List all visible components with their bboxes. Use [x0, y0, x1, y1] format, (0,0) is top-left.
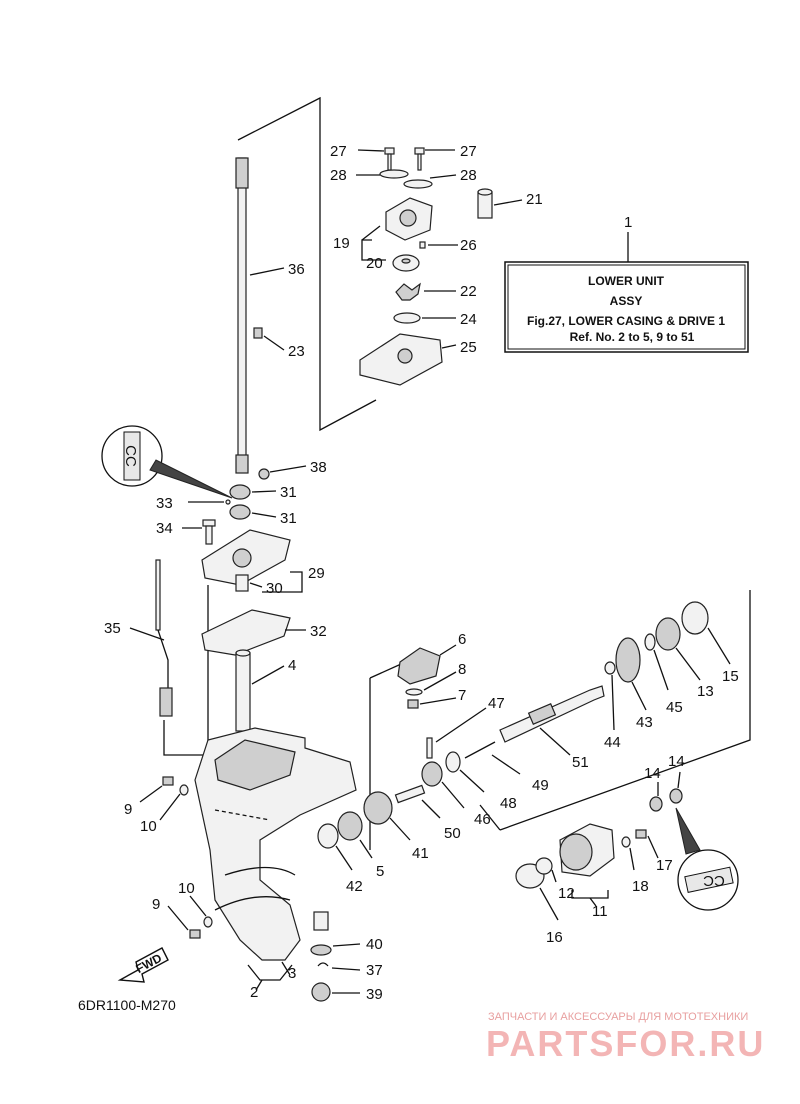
- part-label-27-b: 27: [460, 143, 477, 160]
- info-line-figure: Fig.27, LOWER CASING & DRIVE 1: [527, 314, 725, 328]
- part-label-49: 49: [532, 777, 549, 794]
- part-label-17: 17: [656, 857, 673, 874]
- watermark-brand: PARTSFOR.RU: [486, 1023, 765, 1064]
- part-label-15: 15: [722, 668, 739, 685]
- info-line-assy: ASSY: [610, 294, 643, 308]
- part-label-10-b: 10: [178, 880, 195, 897]
- part-label-24: 24: [460, 311, 477, 328]
- part-label-3: 3: [288, 965, 296, 982]
- lower-casing: [194, 727, 357, 991]
- ref-number-1: 1: [624, 214, 632, 231]
- group-boundary-lines: [163, 96, 751, 850]
- part-label-12: 12: [558, 885, 575, 902]
- assembly-info-box: 1 LOWER UNIT ASSY Fig.27, LOWER CASING &…: [504, 214, 749, 353]
- part-label-26: 26: [460, 237, 477, 254]
- part-label-16: 16: [546, 929, 563, 946]
- part-label-45: 45: [666, 699, 683, 716]
- part-label-39: 39: [366, 986, 383, 1003]
- part-label-50: 50: [444, 825, 461, 842]
- part-label-25: 25: [460, 339, 477, 356]
- part-label-35: 35: [104, 620, 121, 637]
- part-label-46: 46: [474, 811, 491, 828]
- casing-bolts: [139, 776, 213, 939]
- part-label-9-a: 9: [124, 801, 132, 818]
- water-pump-parts: [253, 147, 523, 386]
- part-label-19: 19: [333, 235, 350, 252]
- drive-shaft: [235, 157, 285, 474]
- part-label-51: 51: [572, 754, 589, 771]
- part-label-18: 18: [632, 878, 649, 895]
- watermark: ЗАПЧАСТИ И АКСЕССУАРЫ ДЛЯ МОТОТЕХНИКИ PA…: [486, 1011, 765, 1064]
- part-label-10-a: 10: [140, 818, 157, 835]
- part-label-40: 40: [366, 936, 383, 953]
- part-label-14-b: 14: [668, 753, 685, 770]
- part-label-31-b: 31: [280, 510, 297, 527]
- part-label-6: 6: [458, 631, 466, 648]
- part-label-37: 37: [366, 962, 383, 979]
- shift-rod: [129, 559, 173, 717]
- part-label-34: 34: [156, 520, 173, 537]
- part-label-32: 32: [310, 623, 327, 640]
- part-label-20: 20: [366, 255, 383, 272]
- part-label-31-a: 31: [280, 484, 297, 501]
- propeller-housing-parts: [515, 771, 683, 921]
- info-line-lower-unit: LOWER UNIT: [588, 274, 665, 288]
- part-label-13: 13: [697, 683, 714, 700]
- part-label-2: 2: [250, 984, 258, 1001]
- seal-mark-upper: CC: [122, 445, 139, 467]
- part-label-21: 21: [526, 191, 543, 208]
- bearing-housing-parts: [182, 465, 307, 732]
- part-label-30: 30: [266, 580, 283, 597]
- info-line-refs: Ref. No. 2 to 5, 9 to 51: [570, 330, 695, 344]
- drain-parts: [310, 911, 361, 1002]
- part-label-36: 36: [288, 261, 305, 278]
- part-label-42: 42: [346, 878, 363, 895]
- forward-gear-parts: [317, 707, 521, 871]
- part-label-33: 33: [156, 495, 173, 512]
- part-label-47: 47: [488, 695, 505, 712]
- part-label-7: 7: [458, 687, 466, 704]
- part-label-38: 38: [310, 459, 327, 476]
- part-label-14-a: 14: [644, 765, 661, 782]
- part-label-8: 8: [458, 661, 466, 678]
- forward-direction-arrow: FWD: [117, 947, 169, 983]
- part-label-4: 4: [288, 657, 296, 674]
- part-label-41: 41: [412, 845, 429, 862]
- part-label-23: 23: [288, 343, 305, 360]
- seal-inset-lower: CC: [675, 807, 739, 911]
- watermark-tagline: ЗАПЧАСТИ И АКСЕССУАРЫ ДЛЯ МОТОТЕХНИКИ: [488, 1011, 748, 1023]
- diagram-code: 6DR1100-M270: [78, 997, 176, 1013]
- part-number-labels: 27 27 28 28 21 19 26 20 36 22 24 25 23 3…: [104, 143, 739, 1003]
- seal-mark-lower: CC: [703, 872, 725, 889]
- seal-inset-upper: CC: [101, 425, 233, 499]
- part-label-43: 43: [636, 714, 653, 731]
- water-inlet-parts: [397, 644, 457, 709]
- part-label-5: 5: [376, 863, 384, 880]
- part-label-22: 22: [460, 283, 477, 300]
- part-label-28-b: 28: [460, 167, 477, 184]
- part-label-9-b: 9: [152, 896, 160, 913]
- part-label-48: 48: [500, 795, 517, 812]
- part-label-44: 44: [604, 734, 621, 751]
- part-label-27-a: 27: [330, 143, 347, 160]
- propeller-shaft-parts: [499, 601, 731, 756]
- part-label-28-a: 28: [330, 167, 347, 184]
- part-label-11: 11: [592, 903, 608, 920]
- part-label-29: 29: [308, 565, 325, 582]
